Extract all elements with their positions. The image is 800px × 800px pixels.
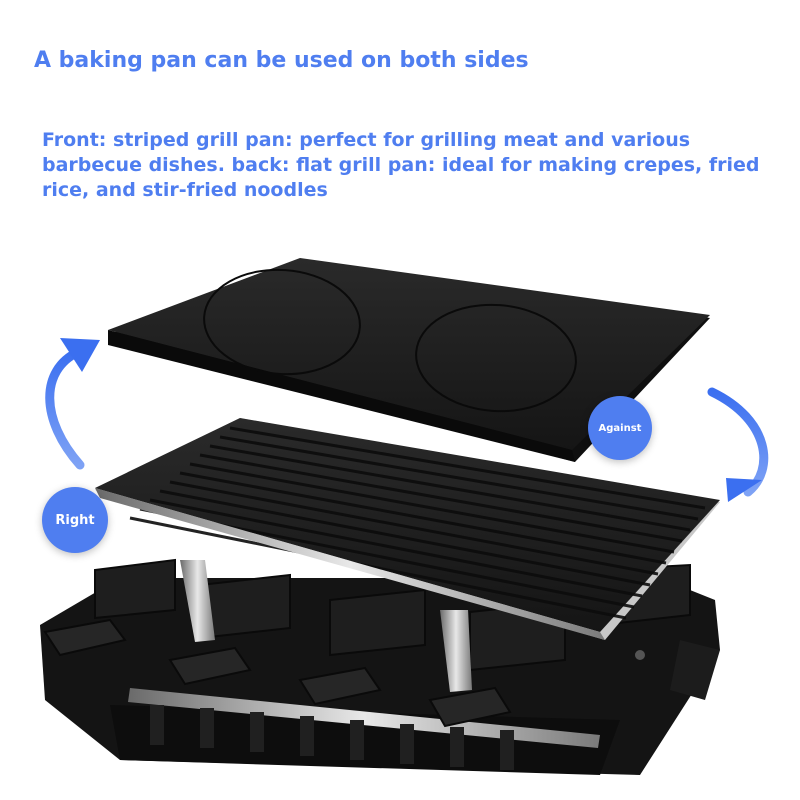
pan-handles [43,618,512,728]
description: Front: striped grill pan: perfect for gr… [42,129,760,201]
grill-supports [180,560,472,692]
crepe-circle-right [415,303,577,413]
striped-grill-pan [95,418,720,640]
curved-arrow-down-icon [707,387,769,502]
curved-arrow-up-icon [45,338,100,470]
back-side-badge: Against [588,396,652,460]
front-side-badge: Right [42,487,108,553]
flat-grill-pan [108,258,710,462]
headline: A baking pan can be used on both sides [34,48,529,73]
crepe-circle-left [203,268,361,376]
